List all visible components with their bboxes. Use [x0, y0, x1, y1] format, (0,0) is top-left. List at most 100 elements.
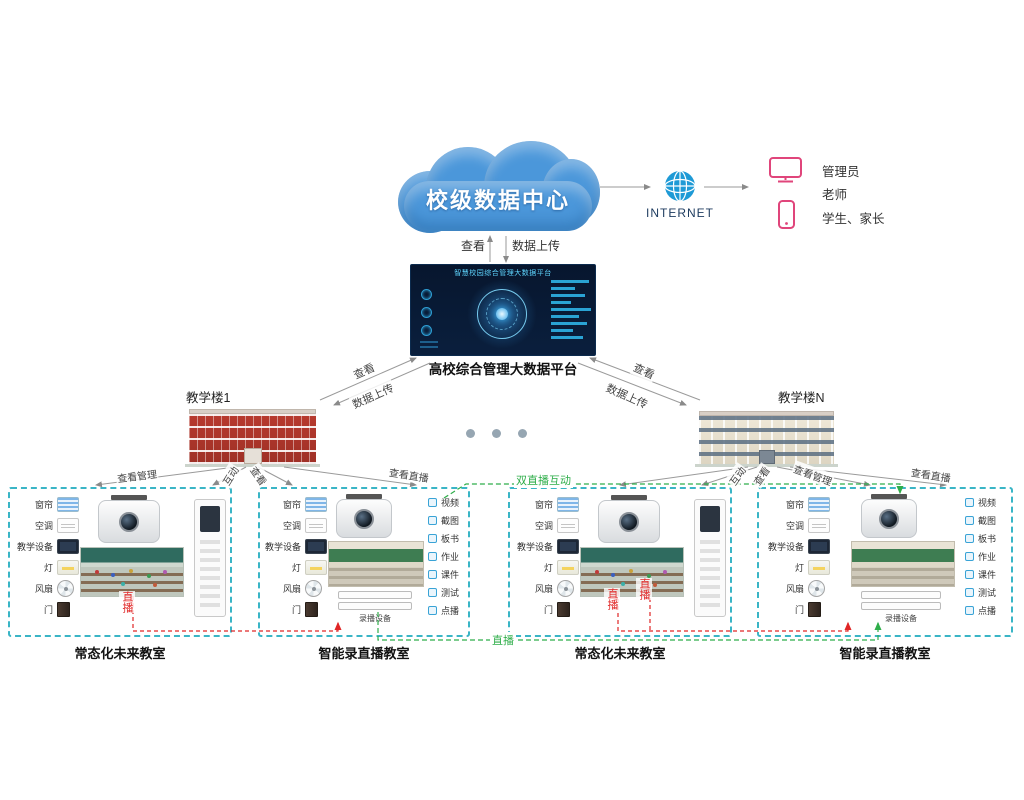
device-item: 空调	[767, 518, 830, 533]
device-label: 风扇	[785, 584, 804, 594]
device-item: 教学设备	[16, 539, 79, 554]
output-label: 作业	[978, 552, 997, 562]
monitor-icon	[769, 157, 802, 183]
device-label: 门	[43, 605, 53, 615]
classroom-photo	[851, 541, 955, 587]
phone-icon	[778, 200, 795, 229]
fan-icon	[557, 580, 574, 597]
bullet-icon	[428, 516, 437, 525]
device-item: 门	[516, 602, 579, 617]
device-item: 风扇	[264, 580, 327, 597]
output-label: 截图	[978, 516, 997, 526]
device-list: 窗帘 空调 教学设备 灯 风扇 门	[516, 497, 579, 617]
device-label: 灯	[794, 563, 804, 573]
link-label-upload-left: 数据上传	[348, 379, 398, 413]
air-conditioner-icon	[305, 518, 327, 533]
output-item: 课件	[965, 567, 996, 582]
control-panel-image	[694, 499, 726, 617]
live-red-links	[132, 584, 852, 632]
internet-globe-icon	[664, 170, 696, 202]
dashboard-title: 智慧校园综合管理大数据平台	[454, 270, 552, 277]
device-list: 窗帘 空调 教学设备 灯 风扇 门	[767, 497, 830, 617]
link-label-view-right: 查看	[629, 358, 659, 384]
output-label: 截图	[441, 516, 460, 526]
classroom-title-smart-1: 智能录直播教室	[318, 646, 410, 661]
link-label-upload-right: 数据上传	[602, 379, 652, 413]
device-label: 窗帘	[785, 500, 804, 510]
output-item: 板书	[965, 531, 996, 546]
dashboard-text-lines	[420, 341, 438, 351]
device-label: 窗帘	[282, 500, 301, 510]
dome-camera-image	[861, 494, 917, 538]
device-item: 风扇	[16, 580, 79, 597]
light-icon	[305, 560, 327, 575]
classroom-panel-smart-2: 窗帘 空调 教学设备 灯 风扇 门 录播设备 视频 截图 板书 作业 课件 测试…	[757, 487, 1013, 637]
link-label-view-live-left: 查看直播	[387, 463, 431, 486]
building-n-photo	[695, 405, 838, 467]
light-icon	[557, 560, 579, 575]
device-label: 窗帘	[534, 500, 553, 510]
device-label: 灯	[291, 563, 301, 573]
output-item: 点播	[428, 603, 459, 618]
dashboard-ring	[477, 289, 527, 339]
device-item: 风扇	[516, 580, 579, 597]
output-item: 作业	[428, 549, 459, 564]
device-item: 灯	[767, 560, 830, 575]
device-item: 门	[16, 602, 79, 617]
more-buildings-ellipsis	[466, 429, 527, 438]
door-icon	[557, 602, 570, 617]
link-label-view-manage-left: 查看管理	[115, 465, 159, 486]
device-item: 灯	[516, 560, 579, 575]
device-label: 教学设备	[767, 542, 804, 552]
dome-camera-image	[98, 495, 160, 543]
fan-icon	[57, 580, 74, 597]
dashboard-ring	[486, 298, 518, 330]
bullet-icon	[965, 552, 974, 561]
output-label: 课件	[441, 570, 460, 580]
link-label-upload: 数据上传	[511, 237, 562, 254]
teaching-device-icon	[57, 539, 79, 554]
bullet-icon	[428, 498, 437, 507]
cloud-shape	[404, 181, 592, 231]
classroom-title-future-1: 常态化未来教室	[74, 646, 166, 661]
bullet-icon	[965, 570, 974, 579]
device-item: 空调	[16, 518, 79, 533]
output-label: 测试	[978, 588, 997, 598]
device-item: 风扇	[767, 580, 830, 597]
bullet-icon	[965, 606, 974, 615]
device-item: 门	[767, 602, 830, 617]
bigdata-platform-screenshot: 智慧校园综合管理大数据平台	[410, 264, 596, 356]
device-item: 窗帘	[516, 497, 579, 512]
bullet-icon	[428, 534, 437, 543]
classroom-title-future-2: 常态化未来教室	[574, 646, 666, 661]
output-item: 测试	[428, 585, 459, 600]
classroom-photo	[580, 547, 684, 597]
device-item: 灯	[264, 560, 327, 575]
curtain-icon	[305, 497, 327, 512]
curtain-icon	[808, 497, 830, 512]
platform-caption: 高校综合管理大数据平台	[428, 362, 578, 377]
dashboard-core	[496, 308, 508, 320]
device-item: 空调	[264, 518, 327, 533]
output-list: 视频 截图 板书 作业 课件 测试 点播	[965, 495, 996, 618]
user-role-teacher: 老师	[822, 188, 848, 202]
output-item: 测试	[965, 585, 996, 600]
device-label: 门	[291, 605, 301, 615]
classroom-panel-future-2: 窗帘 空调 教学设备 灯 风扇 门	[508, 487, 732, 637]
dome-camera-image	[336, 494, 392, 538]
control-panel-image	[194, 499, 226, 617]
device-item: 教学设备	[516, 539, 579, 554]
device-item: 窗帘	[767, 497, 830, 512]
output-label: 视频	[978, 498, 997, 508]
device-label: 灯	[43, 563, 53, 573]
device-item: 门	[264, 602, 327, 617]
air-conditioner-icon	[57, 518, 79, 533]
device-label: 灯	[543, 563, 553, 573]
bullet-icon	[428, 606, 437, 615]
link-label-view-live-right: 查看直播	[909, 463, 953, 486]
output-item: 点播	[965, 603, 996, 618]
device-label: 窗帘	[34, 500, 53, 510]
device-item: 教学设备	[767, 539, 830, 554]
dome-camera-image	[598, 495, 660, 543]
link-label-view-left: 查看	[349, 358, 379, 384]
